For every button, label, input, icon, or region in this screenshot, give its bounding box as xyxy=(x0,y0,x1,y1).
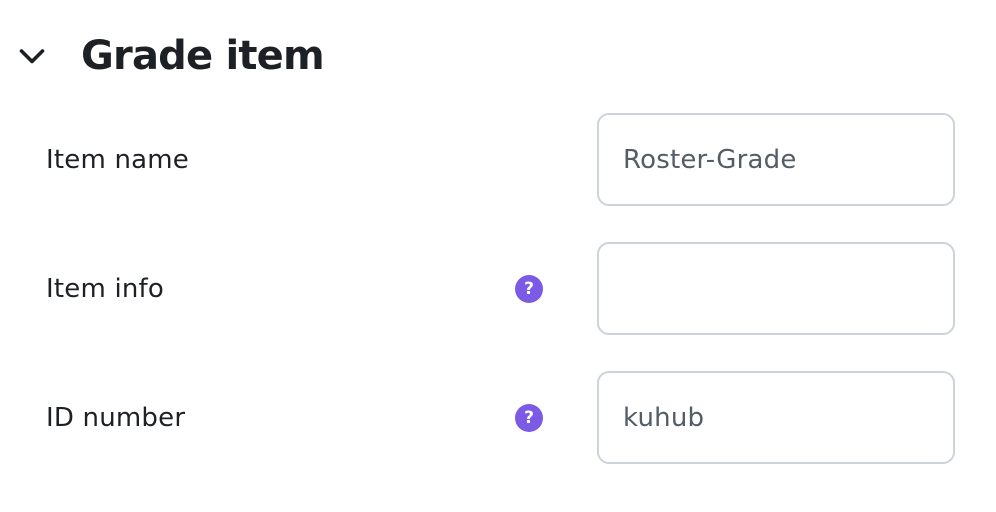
grade-item-form: Item name Item info ? ID number ? xyxy=(0,113,996,464)
id-number-input[interactable] xyxy=(597,371,955,464)
item-name-label: Item name xyxy=(46,144,189,175)
help-icon[interactable]: ? xyxy=(515,403,543,432)
form-row-id-number: ID number ? xyxy=(0,371,996,464)
collapse-toggle-button[interactable] xyxy=(17,41,47,71)
section-title: Grade item xyxy=(81,33,325,79)
item-name-input[interactable] xyxy=(597,113,955,206)
item-info-input[interactable] xyxy=(597,242,955,335)
item-info-label: Item info xyxy=(46,273,165,304)
label-cell: Item name xyxy=(0,145,597,175)
id-number-label: ID number xyxy=(46,402,186,433)
help-icon[interactable]: ? xyxy=(515,274,543,303)
form-row-item-info: Item info ? xyxy=(0,242,996,335)
form-row-item-name: Item name xyxy=(0,113,996,206)
label-cell: ID number ? xyxy=(0,403,597,433)
label-cell: Item info ? xyxy=(0,274,597,304)
chevron-down-icon xyxy=(18,45,46,67)
grade-item-section-header[interactable]: Grade item xyxy=(0,0,996,82)
